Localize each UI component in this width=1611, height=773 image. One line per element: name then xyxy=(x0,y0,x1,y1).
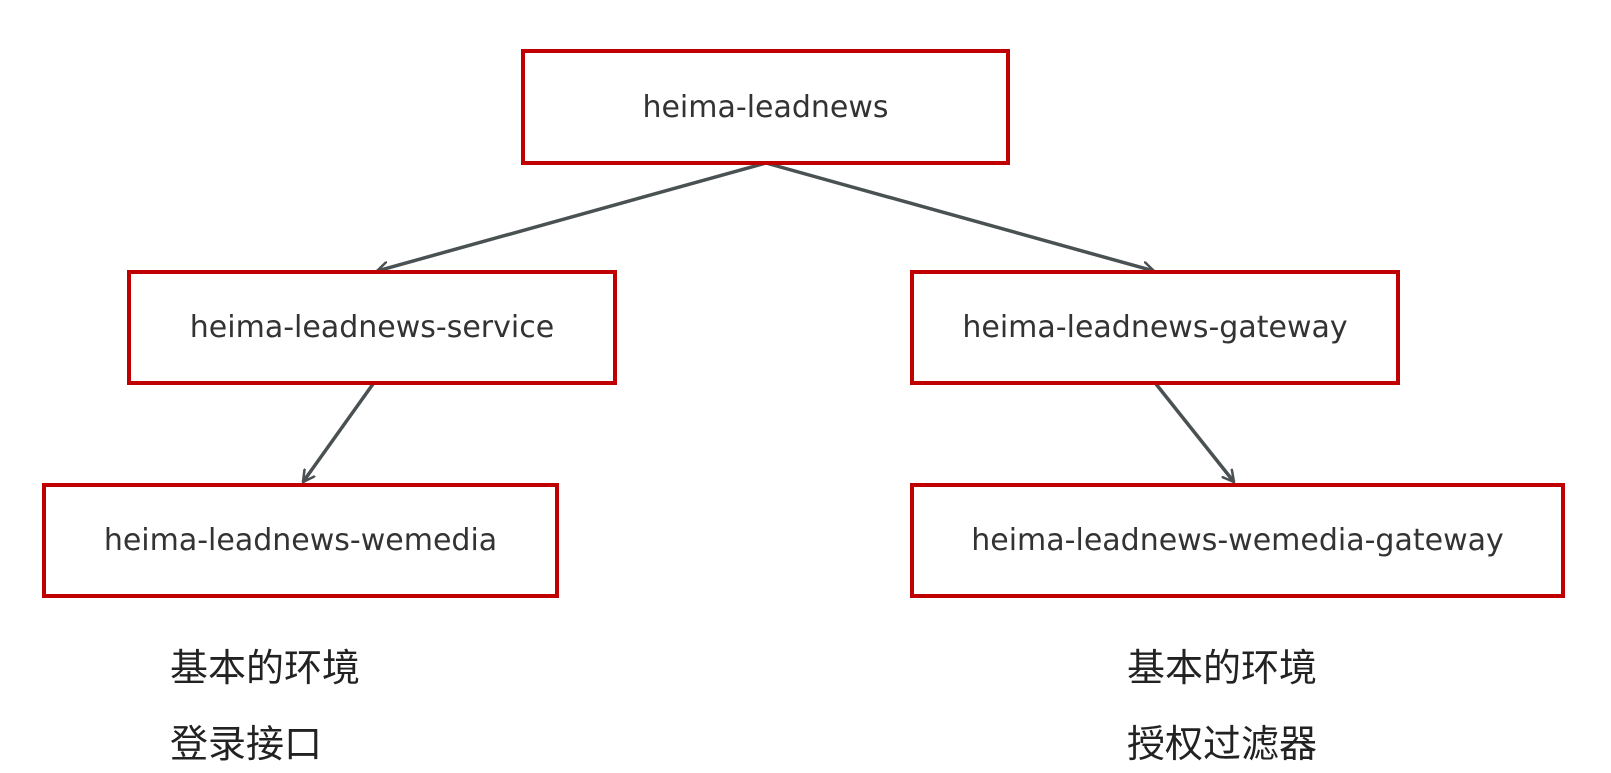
node-label: heima-leadnews-gateway xyxy=(962,310,1348,345)
node-label: heima-leadnews-wemedia xyxy=(103,523,498,558)
node-heima-leadnews-gateway: heima-leadnews-gateway xyxy=(910,270,1400,385)
note-right-environment: 基本的环境 xyxy=(1127,646,1318,690)
node-heima-leadnews: heima-leadnews xyxy=(521,49,1010,165)
arrow-root-to-gateway xyxy=(765,161,1154,271)
node-heima-leadnews-service: heima-leadnews-service xyxy=(127,270,617,385)
note-left-environment: 基本的环境 xyxy=(170,646,361,690)
note-right-auth-filter: 授权过滤器 xyxy=(1127,722,1318,766)
node-heima-leadnews-wemedia: heima-leadnews-wemedia xyxy=(42,483,559,598)
arrow-service-to-wemedia xyxy=(301,382,375,482)
arrow-root-to-service xyxy=(377,161,767,271)
arrow-gateway-to-wemedia-gateway xyxy=(1154,382,1236,482)
node-label: heima-leadnews-wemedia-gateway xyxy=(971,523,1504,558)
note-left-login-api: 登录接口 xyxy=(170,722,323,766)
node-label: heima-leadnews-service xyxy=(189,310,555,345)
node-heima-leadnews-wemedia-gateway: heima-leadnews-wemedia-gateway xyxy=(910,483,1565,598)
node-label: heima-leadnews xyxy=(642,89,889,125)
